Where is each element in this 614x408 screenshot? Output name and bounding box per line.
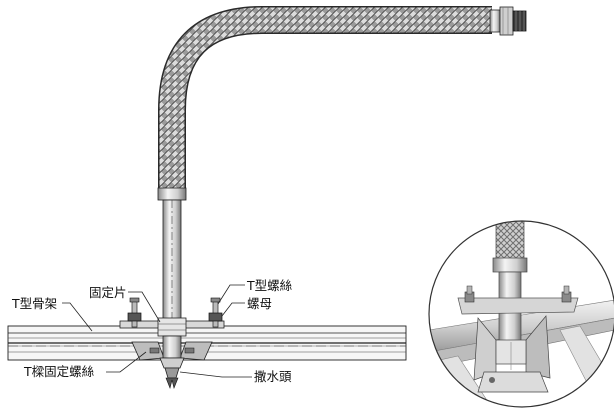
t-bar-fixing-bracket <box>131 341 213 361</box>
leader-lines <box>62 284 252 378</box>
pipe-clamp <box>157 317 187 337</box>
inset-photo <box>428 220 614 408</box>
hose-end-fitting <box>489 6 527 36</box>
label-t-bar-fixing-screw: T樑固定螺絲 <box>23 364 95 379</box>
label-nut: 螺母 <box>247 296 272 311</box>
label-sprinkler-head: 撒水頭 <box>254 369 292 384</box>
label-t-frame: T型骨架 <box>11 296 57 311</box>
t-screw-left <box>127 297 142 328</box>
braided-hose <box>158 6 492 192</box>
hose-coupler <box>157 187 187 201</box>
label-fixing-plate: 固定片 <box>89 285 127 300</box>
sprinkler-head <box>159 335 185 389</box>
t-screw-right <box>208 297 223 328</box>
label-t-screw: T型螺絲 <box>246 278 293 293</box>
